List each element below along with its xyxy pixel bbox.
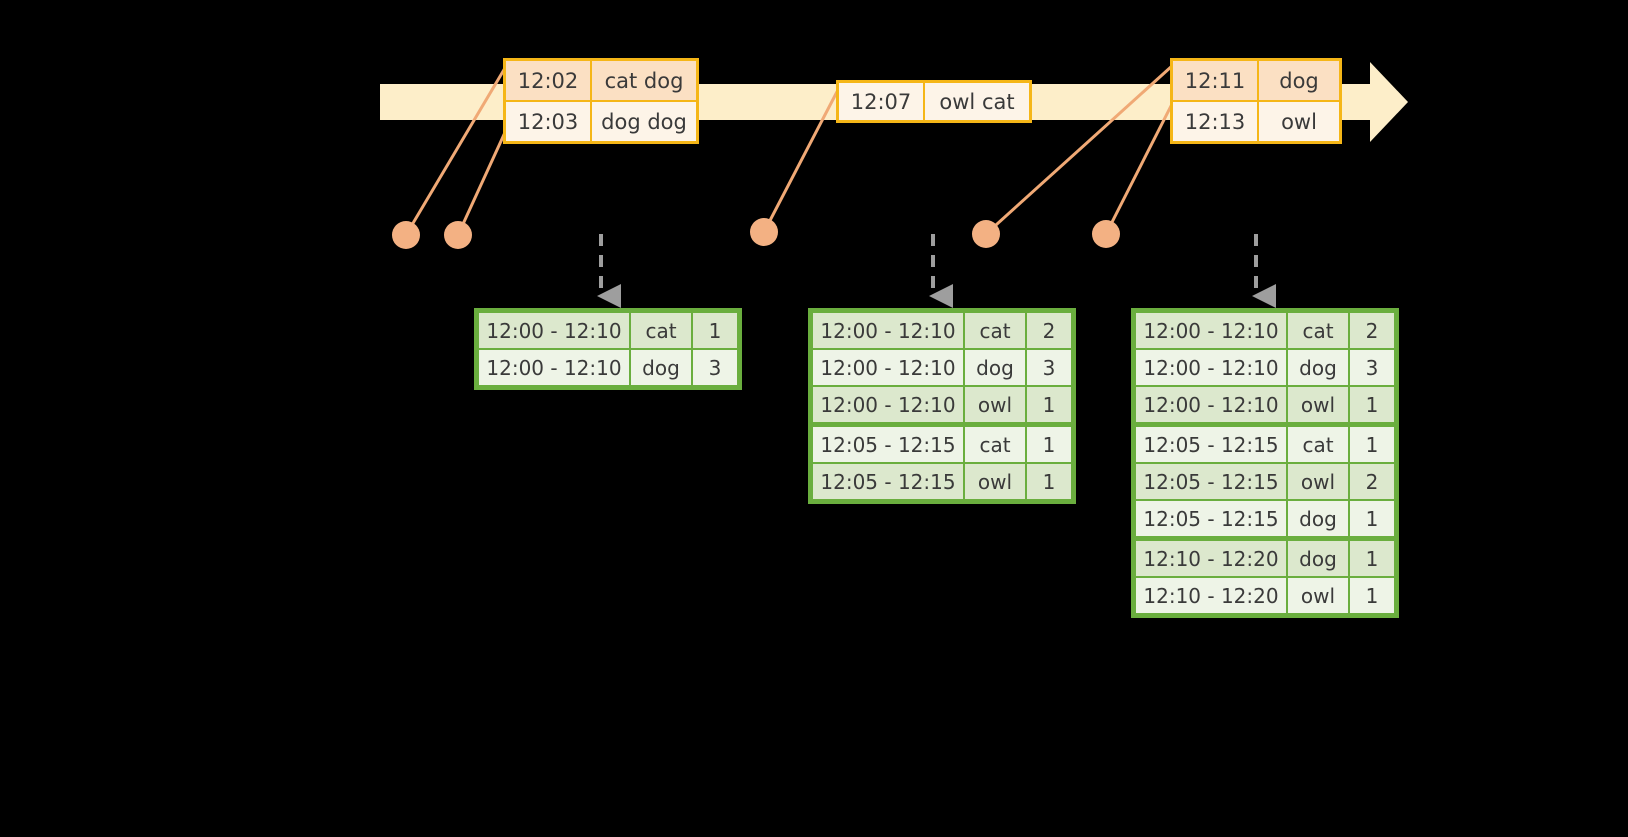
trigger-dot-3 (750, 218, 778, 246)
cell-key: owl (965, 464, 1025, 499)
cell-window: 12:10 - 12:20 (1136, 541, 1286, 576)
cell-count: 1 (1027, 387, 1071, 422)
cell-count: 1 (1027, 464, 1071, 499)
event-time: 12:07 (839, 83, 925, 120)
cell-window: 12:00 - 12:10 (813, 313, 963, 348)
cell-key: owl (1288, 464, 1348, 499)
event-time: 12:02 (506, 61, 592, 100)
result-table-2[interactable]: 12:00 - 12:10 cat 2 12:00 - 12:10 dog 3 … (808, 308, 1076, 504)
cell-window: 12:00 - 12:10 (479, 313, 629, 348)
cell-count: 1 (1027, 427, 1071, 462)
table-row[interactable]: 12:00 - 12:10 owl 1 (812, 386, 1072, 423)
table-row[interactable]: 12:00 - 12:10 cat 1 (478, 312, 738, 349)
trigger-dot-5 (1092, 220, 1120, 248)
table-row[interactable]: 12:05 - 12:15 owl 2 (1135, 463, 1395, 500)
cell-key: cat (965, 313, 1025, 348)
event-words: owl cat (925, 83, 1029, 120)
event-words: dog (1259, 61, 1339, 100)
event-words: owl (1259, 102, 1339, 141)
cell-window: 12:05 - 12:15 (1136, 501, 1286, 536)
trigger-dot-4 (972, 220, 1000, 248)
cell-count: 1 (1350, 578, 1394, 613)
cell-window: 12:00 - 12:10 (813, 387, 963, 422)
table-row[interactable]: 12:00 - 12:10 cat 2 (1135, 312, 1395, 349)
event-row[interactable]: 12:07 owl cat (839, 83, 1029, 120)
event-words: dog dog (592, 102, 696, 141)
table-row[interactable]: 12:00 - 12:10 owl 1 (1135, 386, 1395, 423)
table-row[interactable]: 12:05 - 12:15 owl 1 (812, 463, 1072, 500)
cell-count: 1 (1350, 501, 1394, 536)
cell-key: dog (1288, 350, 1348, 385)
cell-window: 12:05 - 12:15 (1136, 464, 1286, 499)
table-row[interactable]: 12:10 - 12:20 owl 1 (1135, 577, 1395, 614)
table-row[interactable]: 12:05 - 12:15 cat 1 (812, 423, 1072, 463)
cell-key: cat (1288, 427, 1348, 462)
event-row[interactable]: 12:02 cat dog (506, 61, 696, 100)
table-row[interactable]: 12:10 - 12:20 dog 1 (1135, 537, 1395, 577)
event-time: 12:03 (506, 102, 592, 141)
event-group-2[interactable]: 12:07 owl cat (836, 80, 1032, 123)
cell-count: 1 (693, 313, 737, 348)
cell-count: 2 (1350, 313, 1394, 348)
connector-5 (1104, 103, 1174, 235)
result-table-1[interactable]: 12:00 - 12:10 cat 1 12:00 - 12:10 dog 3 (474, 308, 742, 390)
table-row[interactable]: 12:00 - 12:10 dog 3 (478, 349, 738, 386)
cell-count: 2 (1027, 313, 1071, 348)
cell-key: dog (1288, 541, 1348, 576)
cell-key: owl (1288, 578, 1348, 613)
event-words: cat dog (592, 61, 696, 100)
event-row[interactable]: 12:03 dog dog (506, 100, 696, 141)
cell-key: dog (631, 350, 691, 385)
connector-3 (762, 85, 842, 233)
event-time: 12:11 (1173, 61, 1259, 100)
event-row[interactable]: 12:11 dog (1173, 61, 1339, 100)
cell-window: 12:05 - 12:15 (1136, 427, 1286, 462)
cell-key: dog (965, 350, 1025, 385)
table-row[interactable]: 12:00 - 12:10 dog 3 (1135, 349, 1395, 386)
event-group-1[interactable]: 12:02 cat dog 12:03 dog dog (503, 58, 699, 144)
result-table-3[interactable]: 12:00 - 12:10 cat 2 12:00 - 12:10 dog 3 … (1131, 308, 1399, 618)
cell-window: 12:10 - 12:20 (1136, 578, 1286, 613)
cell-key: owl (1288, 387, 1348, 422)
cell-count: 2 (1350, 464, 1394, 499)
cell-window: 12:00 - 12:10 (1136, 350, 1286, 385)
cell-window: 12:00 - 12:10 (479, 350, 629, 385)
trigger-dots (392, 218, 1120, 249)
cell-window: 12:00 - 12:10 (813, 350, 963, 385)
cell-key: cat (1288, 313, 1348, 348)
table-row[interactable]: 12:00 - 12:10 cat 2 (812, 312, 1072, 349)
cell-count: 1 (1350, 387, 1394, 422)
cell-key: cat (965, 427, 1025, 462)
cell-count: 3 (693, 350, 737, 385)
table-row[interactable]: 12:05 - 12:15 dog 1 (1135, 500, 1395, 537)
cell-count: 1 (1350, 427, 1394, 462)
event-row[interactable]: 12:13 owl (1173, 100, 1339, 141)
cell-key: owl (965, 387, 1025, 422)
connector-1 (404, 67, 507, 236)
event-group-3[interactable]: 12:11 dog 12:13 owl (1170, 58, 1342, 144)
cell-count: 1 (1350, 541, 1394, 576)
event-time: 12:13 (1173, 102, 1259, 141)
table-row[interactable]: 12:05 - 12:15 cat 1 (1135, 423, 1395, 463)
cell-window: 12:00 - 12:10 (1136, 387, 1286, 422)
cell-window: 12:05 - 12:15 (813, 464, 963, 499)
cell-count: 3 (1350, 350, 1394, 385)
cell-key: cat (631, 313, 691, 348)
emit-arrows (597, 234, 1276, 308)
cell-window: 12:05 - 12:15 (813, 427, 963, 462)
trigger-dot-2 (444, 221, 472, 249)
table-row[interactable]: 12:00 - 12:10 dog 3 (812, 349, 1072, 386)
trigger-dot-1 (392, 221, 420, 249)
cell-key: dog (1288, 501, 1348, 536)
cell-count: 3 (1027, 350, 1071, 385)
cell-window: 12:00 - 12:10 (1136, 313, 1286, 348)
